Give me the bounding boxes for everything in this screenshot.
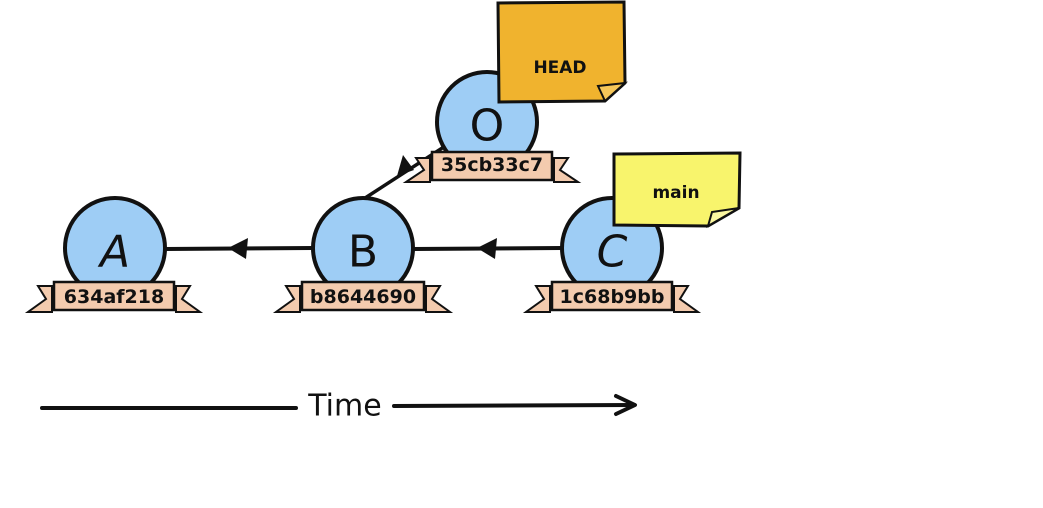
arrowhead-o-to-b bbox=[397, 155, 414, 176]
ref-name: HEAD bbox=[533, 58, 586, 78]
commit-hash: 634af218 bbox=[64, 286, 164, 308]
commit-node-a[interactable]: A bbox=[63, 196, 167, 300]
commit-hash: b8644690 bbox=[310, 286, 416, 308]
ref-name: main bbox=[652, 183, 699, 203]
hash-ribbon-c: 1c68b9bb bbox=[522, 280, 702, 313]
commit-hash: 1c68b9bb bbox=[560, 286, 665, 308]
timeline-label: Time bbox=[307, 389, 381, 424]
arrowhead-b-to-a bbox=[228, 238, 248, 259]
commit-label: O bbox=[470, 101, 505, 152]
hash-ribbon-b: b8644690 bbox=[272, 280, 454, 313]
timeline-line-right bbox=[392, 403, 636, 408]
arrowhead-c-to-b bbox=[477, 238, 497, 259]
commit-label: A bbox=[97, 227, 130, 278]
hash-ribbon-o: 35cb33c7 bbox=[402, 150, 582, 183]
timeline-arrowhead-icon bbox=[614, 394, 637, 416]
hash-ribbon-a: 634af218 bbox=[24, 280, 204, 313]
ref-note-head[interactable]: HEAD bbox=[496, 0, 628, 104]
commit-label: C bbox=[597, 227, 628, 278]
timeline: Time bbox=[40, 389, 637, 424]
commit-hash: 35cb33c7 bbox=[441, 154, 543, 176]
ref-note-main[interactable]: main bbox=[612, 151, 742, 229]
commit-label: B bbox=[348, 227, 378, 278]
